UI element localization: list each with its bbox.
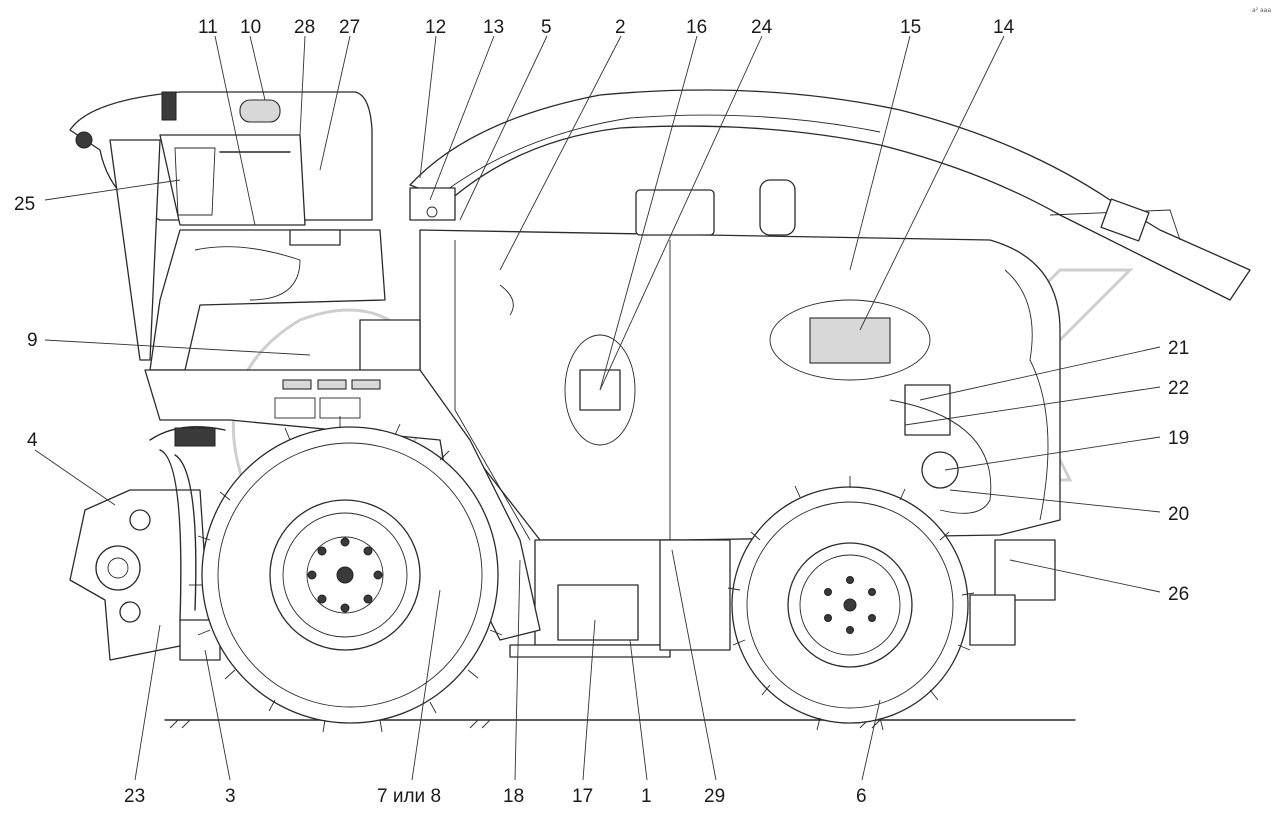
callout-5: 5	[541, 17, 552, 38]
callout-1: 1	[641, 786, 652, 807]
callout-7-or-8: 7 или 8	[377, 786, 441, 807]
callout-9: 9	[27, 330, 38, 351]
callout-14: 14	[993, 17, 1015, 38]
leader-lines	[34, 35, 1161, 781]
callout-28: 28	[294, 17, 315, 38]
callout-21: 21	[1168, 338, 1189, 359]
callout-labels: 11 10 28 27 12 13 5 2 16 24 15 14 25 9 4…	[14, 17, 1189, 807]
callout-17: 17	[572, 786, 593, 807]
callout-15: 15	[900, 17, 921, 38]
callout-16: 16	[686, 17, 707, 38]
lower-chassis	[144, 369, 1056, 658]
callout-13: 13	[483, 17, 504, 38]
callout-29: 29	[704, 786, 725, 807]
callout-6: 6	[856, 786, 867, 807]
ground-line	[164, 719, 1076, 729]
rear-wheel	[727, 476, 975, 731]
callout-22: 22	[1168, 378, 1189, 399]
callout-12: 12	[425, 17, 446, 38]
callout-26: 26	[1168, 584, 1189, 605]
discharge-spout	[409, 89, 1251, 301]
callout-25: 25	[14, 194, 35, 215]
front-wheel	[189, 416, 503, 733]
callout-4: 4	[27, 430, 38, 451]
callout-2: 2	[615, 17, 626, 38]
callout-27: 27	[339, 17, 360, 38]
callout-20: 20	[1168, 504, 1189, 525]
callout-18: 18	[503, 786, 524, 807]
callout-10: 10	[240, 17, 261, 38]
operator-cab	[69, 91, 386, 371]
callout-3: 3	[225, 786, 236, 807]
callout-19: 19	[1168, 428, 1189, 449]
corner-mark: a² aaa	[1252, 7, 1271, 14]
callout-24: 24	[751, 17, 773, 38]
callout-23: 23	[124, 786, 145, 807]
callout-11: 11	[198, 17, 218, 38]
front-attachment	[69, 425, 226, 661]
